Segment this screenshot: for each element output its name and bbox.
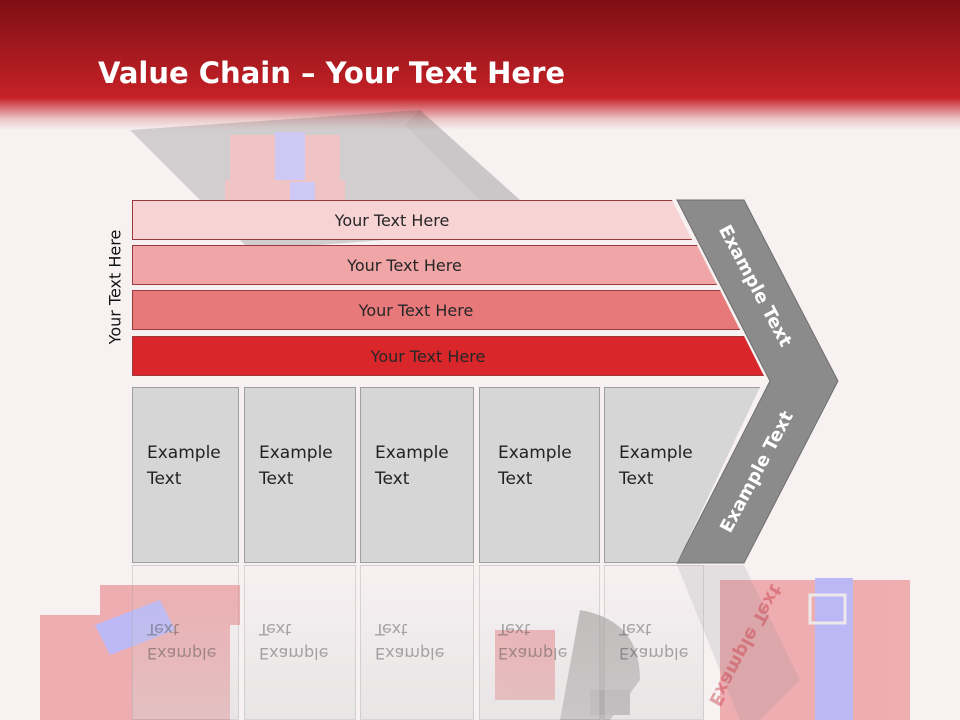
column-reflection-5: Example Text [604,565,704,720]
title-rest: – Your Text Here [290,56,566,90]
arrow-reflection [677,565,800,720]
primary-column-4: Example Text [479,387,600,563]
column-4-line-2: Text [498,469,533,489]
column-reflection-4: Example Text [479,565,600,720]
column-reflection-1: Example Text [132,565,239,720]
reflection-1-line-2: Text [147,620,180,639]
column-5-line-1: Example [619,443,693,463]
column-5-line-2: Text [619,469,654,489]
column-2-line-1: Example [259,443,333,463]
support-band-1: Your Text Here [132,200,692,240]
column-2-line-2: Text [259,469,294,489]
title-bold: Value Chain [98,56,291,90]
column-1-line-2: Text [147,469,182,489]
reflection-3-line-1: Example [375,644,445,663]
reflection-3-line-2: Text [375,620,408,639]
reflection-2-line-2: Text [259,620,292,639]
primary-column-3: Example Text [360,387,474,563]
page-title: Value Chain – Your Text Here [98,55,565,91]
reflection-5-line-2: Text [619,620,652,639]
column-4-line-1: Example [498,443,572,463]
reflection-4-line-1: Example [498,644,568,663]
support-band-4: Your Text Here [132,336,764,376]
column-3-line-2: Text [375,469,410,489]
primary-column-2: Example Text [244,387,356,563]
support-band-2: Your Text Here [132,245,717,285]
header-bar [0,0,960,130]
arrow-chevron [676,199,839,564]
reflection-5-line-1: Example [619,644,689,663]
column-reflection-2: Example Text [244,565,356,720]
column-1-line-1: Example [147,443,221,463]
support-band-3: Your Text Here [132,290,740,330]
column-reflection-3: Example Text [360,565,474,720]
column-3-line-1: Example [375,443,449,463]
primary-column-1: Example Text [132,387,239,563]
reflection-2-line-1: Example [259,644,329,663]
reflection-4-line-2: Text [498,620,531,639]
reflection-1-line-1: Example [147,644,217,663]
